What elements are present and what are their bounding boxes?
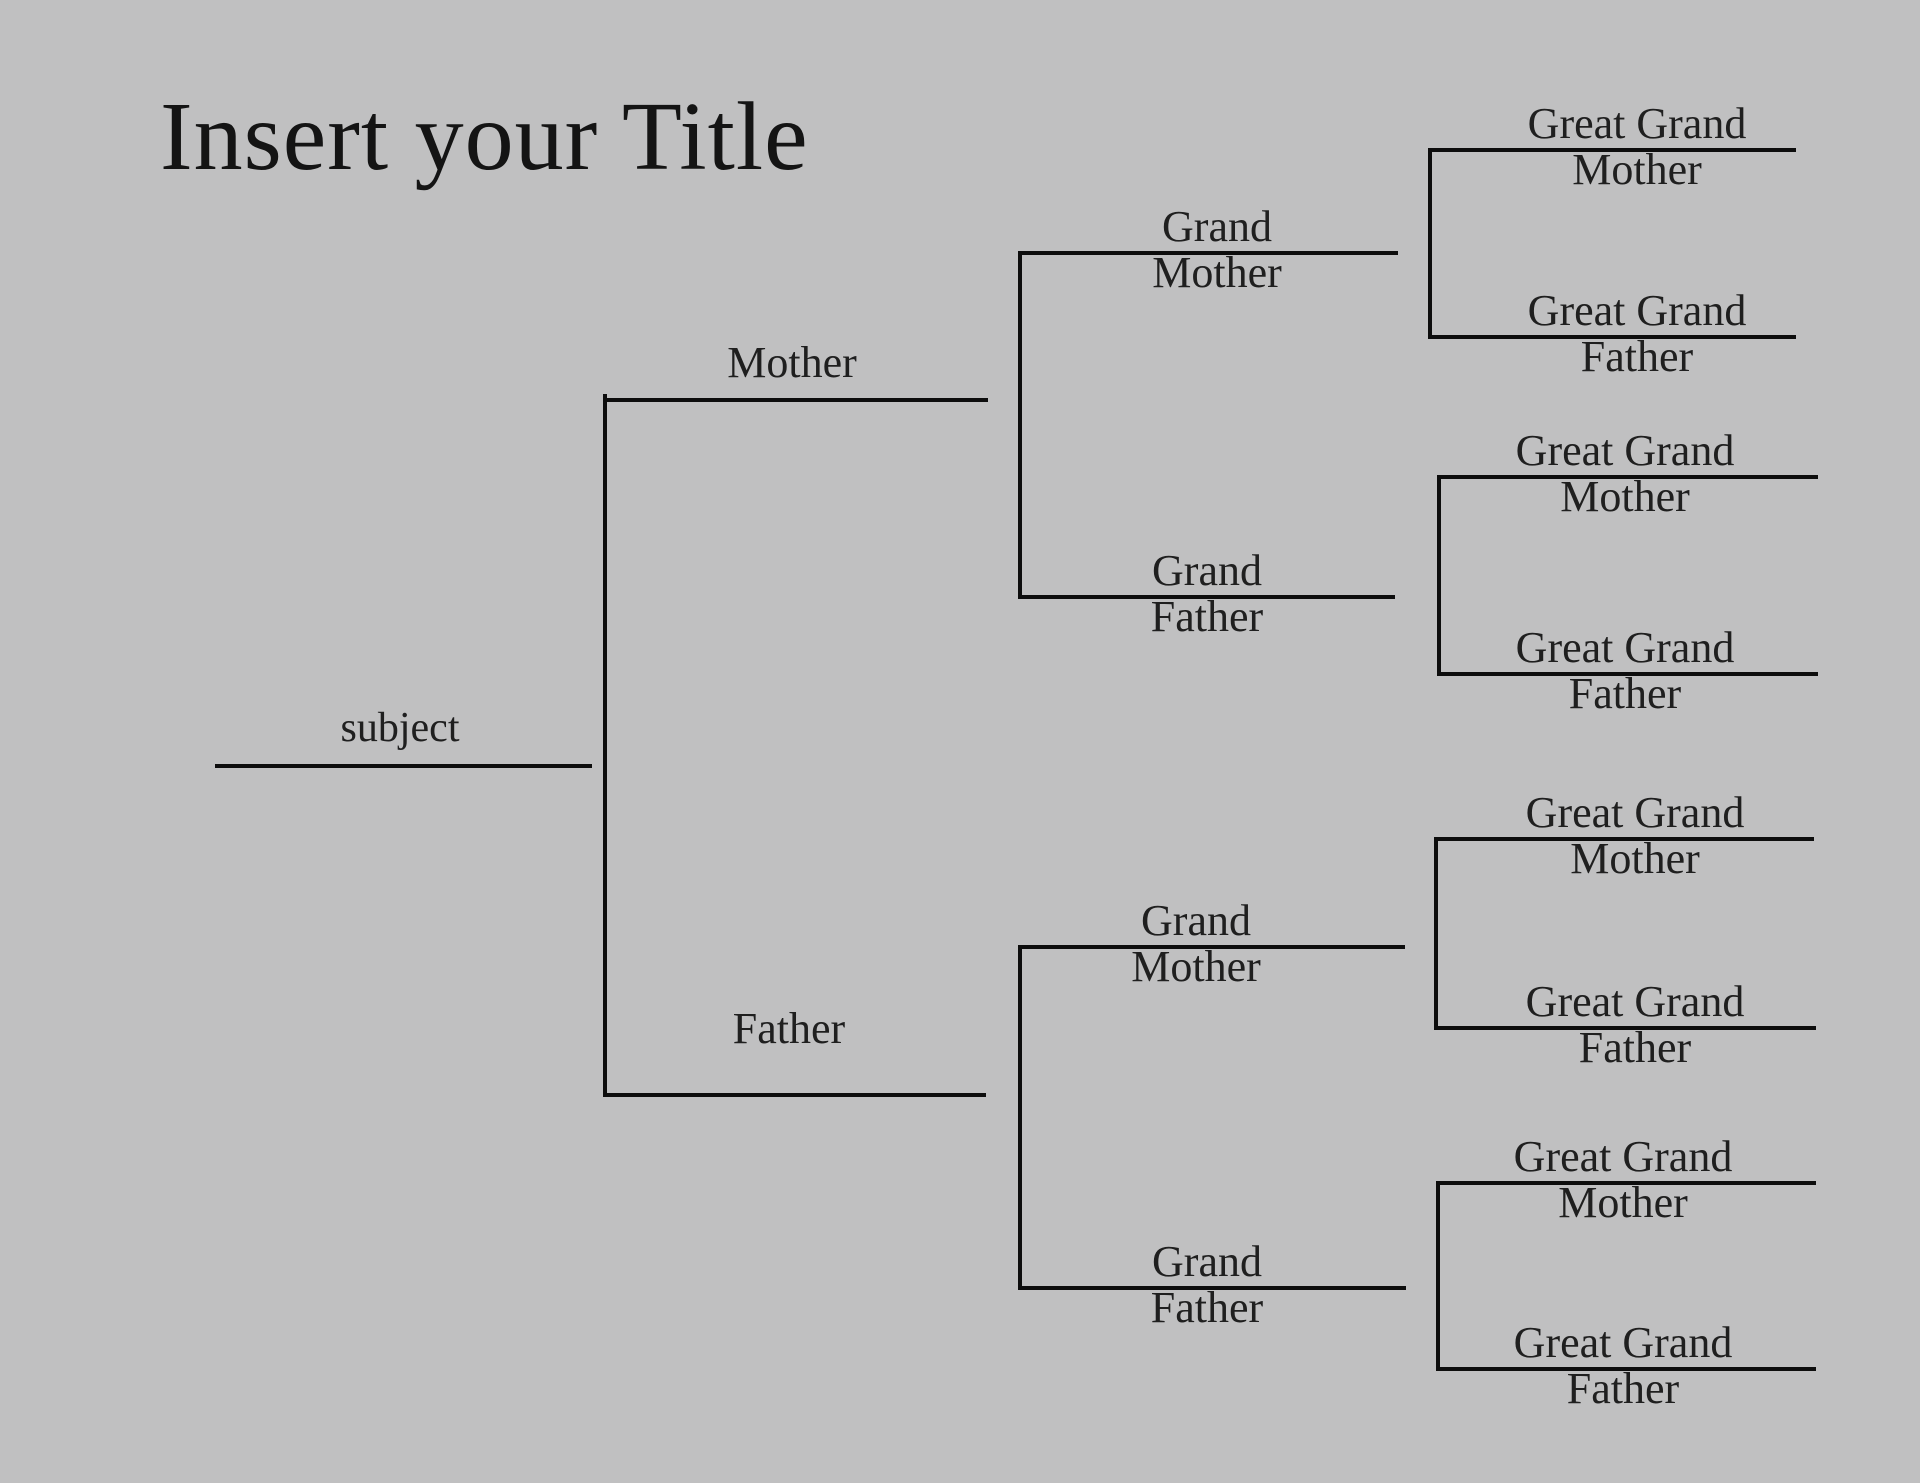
paternal-grandfather-word1: Grand — [1152, 1237, 1262, 1286]
maternal-bracket-line — [1018, 251, 1022, 599]
maternal-grandmother-word1: Grand — [1162, 202, 1272, 251]
paternal-grandfather-line — [1018, 1286, 1406, 1290]
ggp2-father-line — [1437, 672, 1818, 676]
ggp2-mother-word2: Mother — [1560, 472, 1690, 521]
maternal-grandfather-line — [1018, 595, 1395, 599]
paternal-bracket-line — [1018, 945, 1022, 1290]
ggp4-mother-word2: Mother — [1558, 1178, 1688, 1227]
ggp4-father-word1: Great Grand — [1513, 1318, 1733, 1367]
subject-label: subject — [340, 705, 460, 751]
ggp1-bracket-line — [1428, 148, 1432, 339]
paternal-grandfather-word2: Father — [1150, 1283, 1264, 1332]
subject-line — [215, 764, 592, 768]
ggp1-father-line — [1428, 335, 1796, 339]
mother-label: Mother — [727, 338, 857, 387]
maternal-grandmother-word2: Mother — [1152, 248, 1282, 297]
ggp3-mother-line — [1434, 837, 1814, 841]
father-label: Father — [732, 1004, 846, 1053]
ggp4-mother-word1: Great Grand — [1513, 1132, 1733, 1181]
ggp4-mother-line — [1436, 1181, 1816, 1185]
ggp1-mother-word1: Great Grand — [1527, 99, 1747, 148]
ggp4-father-line — [1436, 1367, 1816, 1371]
page-title: Insert your Title — [160, 83, 809, 191]
ggp1-father-word1: Great Grand — [1527, 286, 1747, 335]
maternal-grandfather-word1: Grand — [1152, 546, 1262, 595]
ggp1-mother-line — [1428, 148, 1796, 152]
mother-line — [603, 398, 988, 402]
ggp4-bracket-line — [1436, 1181, 1440, 1371]
ggp2-mother-word1: Great Grand — [1515, 426, 1735, 475]
ggp3-father-word1: Great Grand — [1525, 977, 1745, 1026]
ggp4-father-word2: Father — [1566, 1364, 1680, 1413]
ggp3-father-word2: Father — [1578, 1023, 1692, 1072]
ggp1-mother-word2: Mother — [1572, 145, 1702, 194]
ggp3-bracket-line — [1434, 837, 1438, 1030]
maternal-grandfather-word2: Father — [1150, 592, 1264, 641]
ggp3-father-line — [1434, 1026, 1816, 1030]
maternal-grandmother-line — [1018, 251, 1398, 255]
ggp2-bracket-line — [1437, 479, 1441, 676]
ggp2-father-word1: Great Grand — [1515, 623, 1735, 672]
ggp1-father-word2: Father — [1580, 332, 1694, 381]
ggp3-mother-word2: Mother — [1570, 834, 1700, 883]
paternal-grandmother-word1: Grand — [1141, 896, 1251, 945]
paternal-grandmother-word2: Mother — [1131, 942, 1261, 991]
ggp3-mother-word1: Great Grand — [1525, 788, 1745, 837]
paternal-grandmother-line — [1022, 945, 1405, 949]
trunk-vertical-line — [603, 394, 607, 1097]
father-line — [603, 1093, 986, 1097]
ggp2-father-word2: Father — [1568, 669, 1682, 718]
ggp2-mother-line — [1437, 475, 1818, 479]
